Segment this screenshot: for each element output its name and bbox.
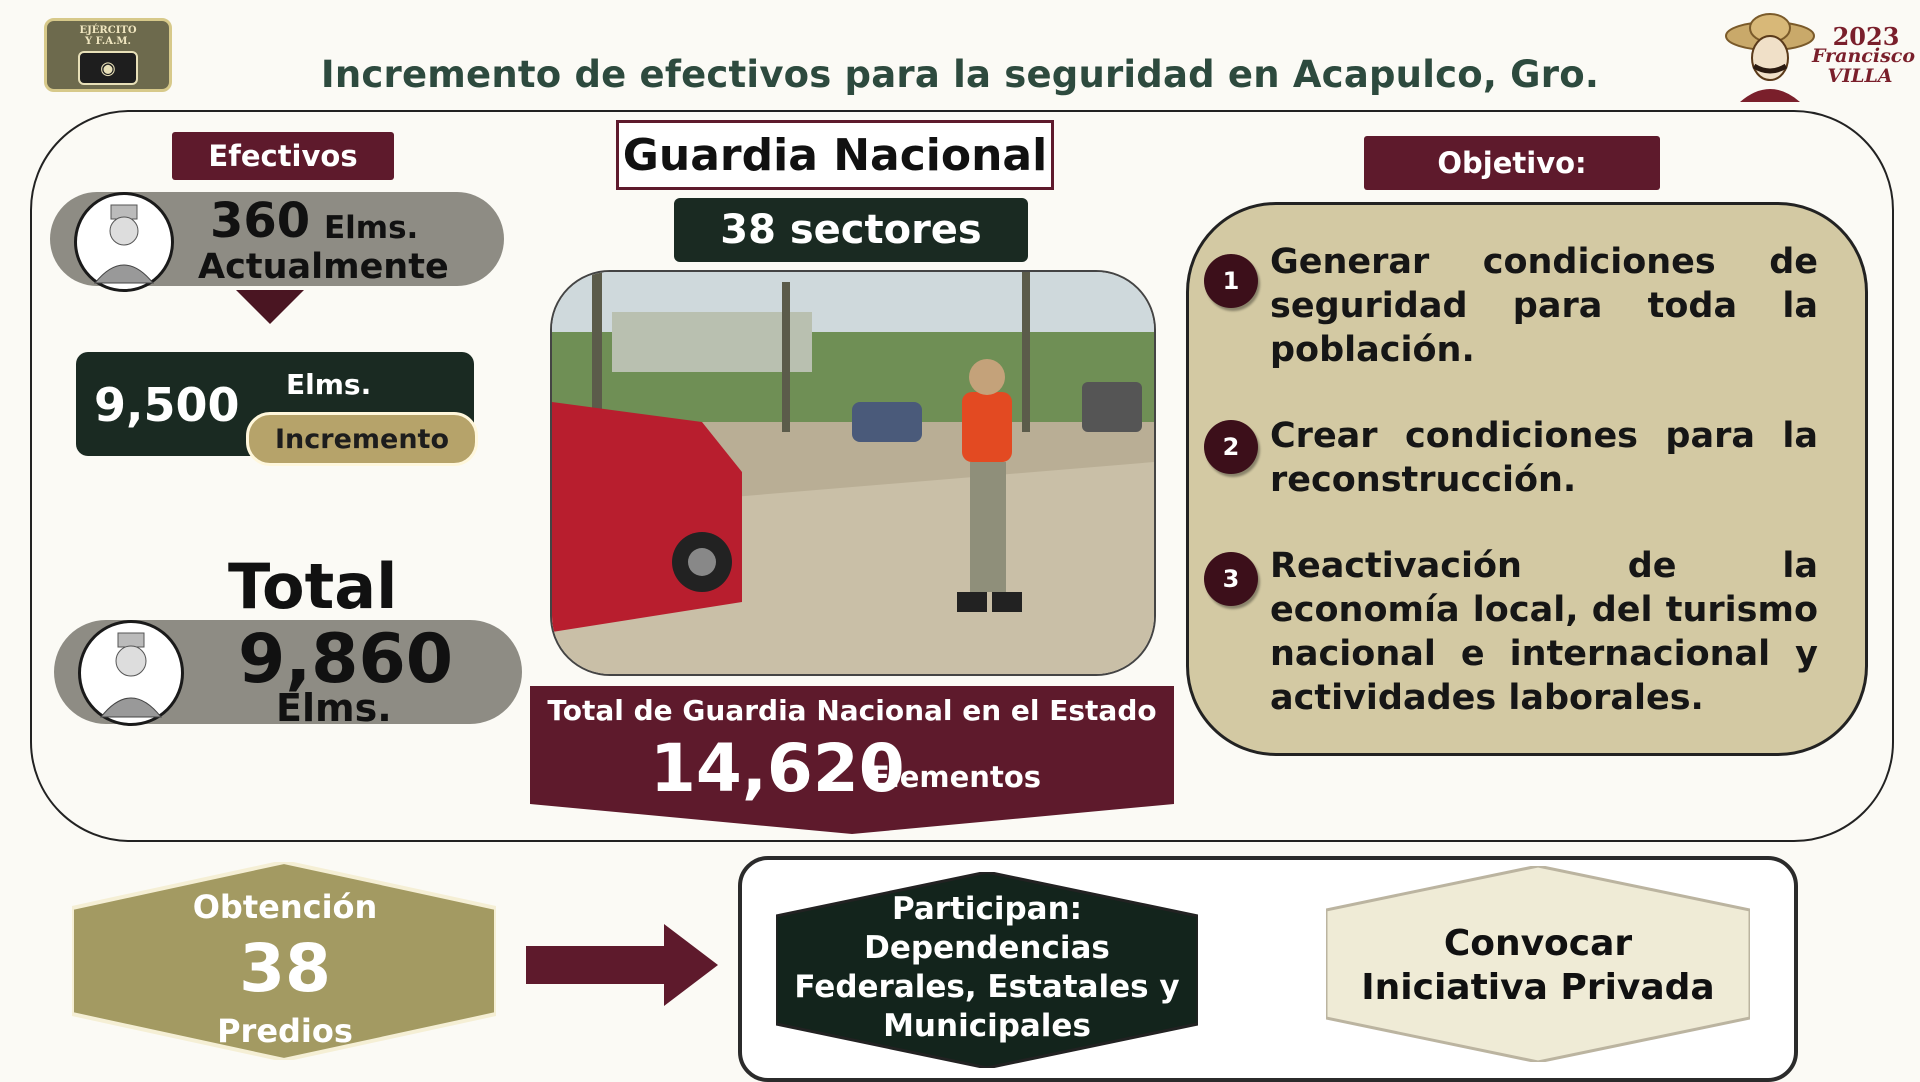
participan-line1: Participan: [891, 891, 1083, 927]
army-logo-line2: Y F.A.M. [85, 36, 131, 47]
page-title: Incremento de efectivos para la segurida… [320, 52, 1600, 96]
guardia-nacional-title: Guardia Nacional [616, 120, 1054, 190]
state-total-banner-point [530, 804, 1174, 834]
objective-item: Reactivación de la economía local, del t… [1270, 546, 1818, 718]
current-value: 360 [210, 193, 311, 249]
convocar-hexagon [1326, 866, 1750, 1062]
total-unit: Elms. [276, 686, 392, 730]
army-logo: EJÉRCITO Y F.A.M. ◉ [44, 18, 172, 92]
logo-name-line1: Francisco [1812, 45, 1916, 67]
state-total-label: Total de Guardia Nacional en el Estado [547, 694, 1157, 727]
predios-hexagon [72, 862, 496, 1060]
right-arrow-icon [526, 924, 718, 1006]
participan-line3: Federales, Estatales y [794, 969, 1180, 1005]
increase-value: 9,500 [94, 378, 240, 432]
convocar-text: Convocar Iniciativa Privada [1340, 922, 1736, 1010]
efectivos-label: Efectivos [172, 132, 394, 180]
francisco-villa-logo [1725, 13, 1815, 102]
predios-label: Obtención [192, 888, 378, 926]
current-unit: Elms. [324, 210, 419, 246]
convocar-line2: Iniciativa Privada [1361, 967, 1715, 1008]
soldier-avatar-icon [78, 620, 184, 726]
participan-line2: Dependencias [864, 930, 1110, 966]
guardia-street-photo [550, 270, 1156, 676]
objective-number-badge: 3 [1204, 552, 1258, 606]
predios-unit: Predios [217, 1012, 353, 1050]
participan-hexagon [776, 872, 1198, 1068]
logo-name: Francisco VILLA [1812, 45, 1916, 87]
logo-name-line2: VILLA [1827, 65, 1893, 87]
objective-number-badge: 1 [1204, 254, 1258, 308]
state-total-unit: Elementos [870, 760, 1041, 794]
objective-item: Crear condiciones para la reconstrucción… [1270, 416, 1818, 500]
increase-unit: Elms. [286, 368, 372, 401]
objective-number-badge: 2 [1204, 420, 1258, 474]
army-logo-line1: EJÉRCITO [79, 25, 137, 36]
increase-caption: Incremento [246, 412, 478, 466]
soldier-avatar-icon [74, 192, 174, 292]
current-caption: Actualmente [198, 247, 449, 287]
convocar-line1: Convocar [1443, 923, 1633, 964]
state-total-value: 14,620 [650, 730, 905, 807]
down-arrow-icon [236, 290, 304, 324]
state-total-banner [530, 686, 1174, 804]
objetivo-label: Objetivo: [1364, 136, 1660, 190]
logo-year: 2023 [1832, 22, 1900, 51]
participan-text: Participan: Dependencias Federales, Esta… [790, 890, 1184, 1046]
objective-item: Generar condiciones de seguridad para to… [1270, 242, 1818, 370]
army-emblem-icon: ◉ [78, 51, 138, 85]
total-label: Total [228, 550, 398, 623]
predios-value: 38 [239, 930, 331, 1007]
total-value: 9,860 [238, 620, 454, 699]
participan-line4: Municipales [883, 1008, 1091, 1044]
objetivo-panel [1186, 202, 1868, 756]
sectores-badge: 38 sectores [674, 198, 1028, 262]
